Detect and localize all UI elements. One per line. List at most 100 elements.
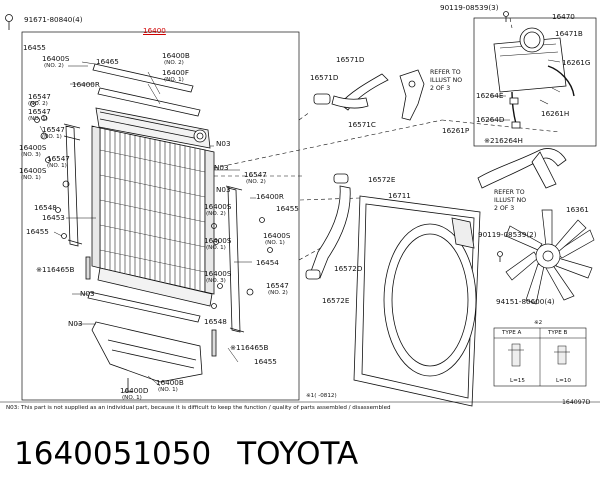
hose-clamp-lower (333, 173, 349, 184)
label-16400R: 16400R (72, 80, 100, 89)
radiator-lower-tank (97, 267, 213, 307)
label-16471B: 16471B (555, 29, 583, 38)
label-16465B-b: ※116465B (230, 343, 269, 352)
footnote-1: ※1( -0812) (306, 393, 337, 399)
label-type-b-length: L=10 (556, 378, 571, 384)
label-16400S-g-sub: (NO. 3) (206, 278, 226, 284)
radiator-upper-tank-inner (99, 111, 205, 141)
label-16572D: 16572D (334, 264, 363, 273)
footer-note: N03: This part is not supplied as an ind… (6, 405, 391, 411)
label-16547-f-sub: (NO. 2) (268, 290, 288, 296)
seal-strip-upper-b (97, 87, 201, 117)
caption-brand: TOYOTA (237, 436, 359, 472)
label-16261H: 16261H (541, 109, 570, 118)
label-16547-sub: (NO. 2) (28, 101, 48, 107)
label-91671: 91671-80840(4) (24, 15, 83, 24)
diagram-drawing (0, 11, 600, 407)
label-16547-d-sub: (NO. 1) (47, 163, 67, 169)
label-16400S-c-sub: (NO. 1) (21, 175, 41, 181)
label-16400B-sub: (NO. 2) (164, 60, 184, 66)
label-16470: 16470 (552, 12, 575, 21)
caption-part-number: 1640051050 (14, 436, 212, 472)
filler-neck (193, 129, 207, 143)
radiator-side-tank (204, 149, 215, 295)
label-16455: 16455 (23, 43, 46, 52)
label-16400S-f-sub: (NO. 1) (206, 245, 226, 251)
label-16547-b-sub: (NO. 1) (28, 116, 48, 122)
label-16400D: 16400D (120, 386, 149, 395)
label-16548: 16548 (34, 203, 57, 212)
label-16400S-e: 16400S (263, 231, 291, 240)
refer-note-2-line3: 2 OF 3 (494, 205, 515, 212)
label-star2: ※2 (534, 320, 543, 326)
hose-clamp (313, 93, 331, 105)
shroud-ring (383, 223, 477, 377)
label-16547-b: 16547 (28, 107, 51, 116)
hose-clamp-lower-b (305, 269, 321, 280)
label-16400S-f: 16400S (204, 236, 232, 245)
label-16400S-d-sub: (NO. 2) (206, 211, 226, 217)
label-type-a: TYPE A (502, 330, 522, 336)
label-16571D-b: 16571D (310, 73, 339, 82)
label-16400B: 16400B (162, 51, 190, 60)
label-16572E: 16572E (368, 175, 396, 184)
caption: 1640051050 TOYOTA (14, 432, 594, 476)
refer-note-2-line2: ILLUST NO (494, 197, 527, 204)
label-type-a-length: L=15 (510, 378, 525, 384)
label-16400S-sub: (NO. 2) (44, 63, 64, 69)
label-16547-c: 16547 (42, 125, 65, 134)
label-16400S-c: 16400S (19, 166, 47, 175)
radiator-left-tank (91, 125, 101, 269)
label-16400S: 16400S (42, 54, 70, 63)
label-type-b: TYPE B (548, 330, 568, 336)
label-16547-d: 16547 (47, 154, 70, 163)
label-16261G: 16261G (562, 58, 591, 67)
label-16264H: ※216264H (484, 136, 523, 145)
label-16572E-b: 16572E (322, 296, 350, 305)
assembly-frame (21, 31, 300, 401)
seal-strip-upper (92, 63, 194, 93)
label-16548-b: 16548 (204, 317, 227, 326)
label-16400S-d: 16400S (204, 202, 232, 211)
label-16400S-g: 16400S (204, 269, 232, 278)
radiator-core (99, 127, 206, 293)
bypass-hose (477, 148, 567, 189)
label-16400S-b-sub: (NO. 3) (21, 152, 41, 158)
label-16400F: 16400F (162, 68, 189, 77)
label-16465: 16465 (96, 57, 119, 66)
label-16361: 16361 (566, 205, 589, 214)
lower-tray (91, 321, 203, 383)
radiator-core-fins (99, 129, 206, 290)
label-16454: 16454 (256, 258, 279, 267)
label-16400F-sub: (NO. 1) (164, 77, 184, 83)
refer-note-2-line1: REFER TO (494, 189, 525, 196)
label-N03-e: N03 (216, 185, 231, 194)
label-16400S-b: 16400S (19, 143, 47, 152)
reservoir-box (473, 17, 597, 147)
label-16547-c-sub: (NO. 1) (42, 134, 62, 140)
label-16711: 16711 (388, 191, 411, 200)
side-plate-left (65, 125, 79, 247)
label-16455-d: 16455 (254, 357, 277, 366)
diagram-code: 164097D (562, 399, 591, 406)
side-plate-right (227, 187, 241, 333)
label-16547: 16547 (28, 92, 51, 101)
label-16453: 16453 (42, 213, 65, 222)
label-16547-e-sub: (NO. 2) (246, 179, 266, 185)
water-outlet (399, 69, 425, 121)
label-16571C: 16571C (348, 120, 376, 129)
label-16547-e: 16547 (244, 170, 267, 179)
label-16571D: 16571D (336, 55, 365, 64)
label-N03-d: N03 (214, 163, 229, 172)
label-N03-b: N03 (68, 319, 83, 328)
label-16400-highlight: 16400 (143, 26, 166, 35)
radiator-upper-tank (95, 107, 211, 149)
label-16455-c: 16455 (276, 204, 299, 213)
refer-note-1-line3: 2 OF 3 (430, 85, 451, 92)
label-N03-c: N03 (216, 139, 231, 148)
label-94151: 94151-80600(4) (496, 297, 555, 306)
parts-diagram: 91671-80840(4) 16400 16455 16400S (NO. 2… (0, 4, 600, 411)
label-16261P: 16261P (442, 126, 470, 135)
refer-note-1-line2: ILLUST NO (430, 77, 463, 84)
seal-strip-lower (87, 291, 201, 323)
